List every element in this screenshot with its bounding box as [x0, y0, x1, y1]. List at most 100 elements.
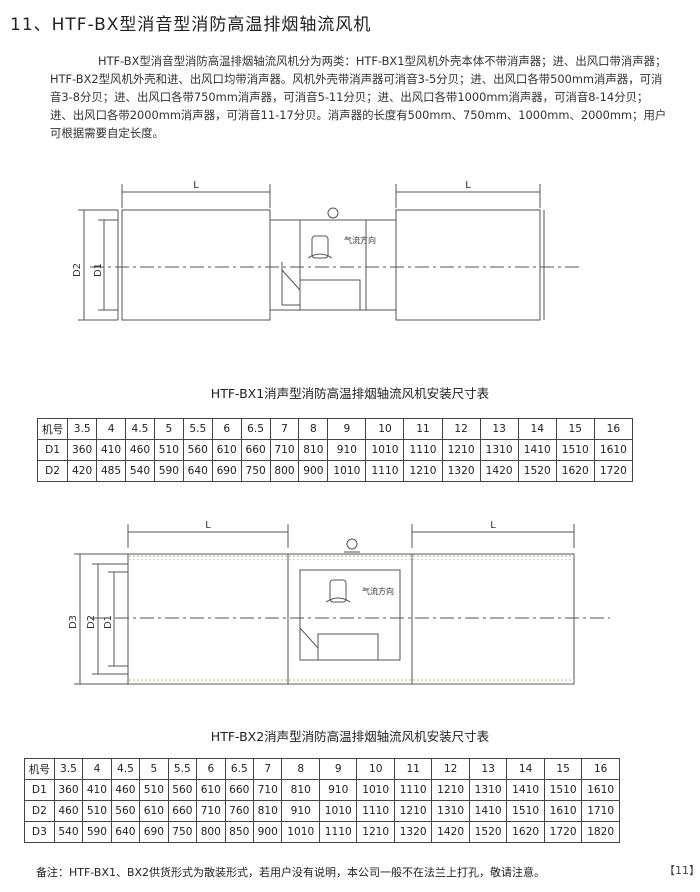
table-cell: 5.5 — [182, 418, 213, 440]
table-cell: 460 — [53, 800, 84, 822]
table-cell: 1110 — [318, 821, 358, 843]
table-cell: 660 — [240, 439, 271, 461]
table-cell: 13 — [468, 758, 508, 780]
table-cell: 1520 — [517, 460, 557, 482]
table-cell: 4.5 — [125, 418, 155, 440]
diagram-bx2: L L D3 D2 D1 气流方向 — [0, 510, 700, 700]
table-cell: 590 — [82, 821, 112, 843]
table-cell: 1720 — [593, 460, 634, 482]
table-cell: 1210 — [441, 439, 481, 461]
table-cell: 4 — [82, 758, 112, 780]
table-cell: 1110 — [356, 800, 395, 822]
table-cell: 360 — [53, 779, 84, 801]
row-header-cell: D1 — [36, 439, 69, 461]
page-heading: 11、HTF-BX型消音型消防高温排烟轴流风机 — [10, 15, 372, 35]
table-cell: 12 — [441, 418, 481, 440]
table-cell: 3.5 — [53, 758, 84, 780]
table-cell: 16 — [581, 758, 620, 780]
table-cell: 1520 — [468, 821, 508, 843]
table-cell: 12 — [431, 758, 470, 780]
table-cell: 11 — [403, 418, 443, 440]
table-cell: 15 — [543, 758, 583, 780]
table-cell: 1420 — [479, 460, 519, 482]
row-header-cell: 机号 — [24, 758, 55, 780]
table-cell: 14 — [506, 758, 545, 780]
table-cell: 540 — [125, 460, 155, 482]
table-cell: 560 — [182, 439, 213, 461]
table-cell: 900 — [253, 821, 283, 843]
table-cell: 750 — [167, 821, 198, 843]
table-cell: 910 — [281, 800, 320, 822]
table-cell: 690 — [139, 821, 169, 843]
row-header-cell: D1 — [24, 779, 55, 801]
table-cell: 11 — [393, 758, 433, 780]
intro-paragraph: HTF-BX型消音型消防高温排烟轴流风机分为两类：HTF-BX1型风机外壳本体不… — [50, 52, 670, 142]
table-cell: 5 — [139, 758, 169, 780]
table-cell: 1410 — [506, 779, 545, 801]
flow-direction-label-2: 气流方向 — [362, 586, 394, 596]
dim2-d2: D2 — [86, 615, 97, 629]
table-cell: 850 — [224, 821, 255, 843]
table-cell: 810 — [298, 439, 329, 461]
table-cell: 690 — [211, 460, 242, 482]
table-cell: 16 — [593, 418, 634, 440]
row-header-cell: D2 — [36, 460, 69, 482]
table-cell: 1510 — [555, 439, 595, 461]
table-cell: 610 — [211, 439, 242, 461]
table-cell: 900 — [298, 460, 329, 482]
table-cell: 1720 — [543, 821, 583, 843]
table-cell: 15 — [555, 418, 595, 440]
table1-caption: HTF-BX1消声型消防高温排烟轴流风机安装尺寸表 — [210, 386, 490, 401]
table-cell: 7 — [269, 418, 300, 440]
table-cell: 420 — [67, 460, 98, 482]
dim2-l-right: L — [490, 520, 496, 531]
table-cell: 750 — [240, 460, 271, 482]
table-cell: 1510 — [506, 800, 545, 822]
table-cell: 610 — [196, 779, 226, 801]
table-cell: 510 — [153, 439, 184, 461]
table-cell: 1010 — [365, 439, 405, 461]
table-cell: 590 — [153, 460, 184, 482]
table-cell: 8 — [298, 418, 329, 440]
table-cell: 710 — [269, 439, 300, 461]
table-cell: 1620 — [555, 460, 595, 482]
table-cell: 560 — [110, 800, 141, 822]
table-cell: 510 — [139, 779, 169, 801]
table-cell: 8 — [281, 758, 320, 780]
page-number: 【11】 — [664, 864, 700, 877]
table-cell: 6 — [196, 758, 226, 780]
flow-direction-label: 气流方向 — [344, 235, 376, 245]
table-cell: 10 — [356, 758, 395, 780]
table-cell: 800 — [269, 460, 300, 482]
table-cell: 1620 — [506, 821, 545, 843]
table-cell: 485 — [96, 460, 127, 482]
table-cell: 4.5 — [110, 758, 141, 780]
table-cell: 510 — [82, 800, 112, 822]
table-cell: 710 — [196, 800, 226, 822]
table-cell: 1710 — [581, 800, 620, 822]
table-cell: 1610 — [581, 779, 620, 801]
table-cell: 1410 — [468, 800, 508, 822]
table-cell: 760 — [224, 800, 255, 822]
table-cell: 910 — [327, 439, 367, 461]
table-cell: 7 — [253, 758, 283, 780]
table-cell: 710 — [253, 779, 283, 801]
table-cell: 1610 — [593, 439, 634, 461]
table-cell: 1110 — [365, 460, 405, 482]
table-cell: 1010 — [356, 779, 395, 801]
table-cell: 1310 — [479, 439, 519, 461]
table-cell: 1010 — [318, 800, 358, 822]
table-cell: 1310 — [468, 779, 508, 801]
table-cell: 460 — [110, 779, 141, 801]
table-cell: 14 — [517, 418, 557, 440]
table-cell: 9 — [327, 418, 367, 440]
table-cell: 6.5 — [240, 418, 271, 440]
footnote: 备注：HTF-BX1、BX2供货形式为散装形式，若用户没有说明，本公司一般不在法… — [36, 866, 546, 879]
table-cell: 4 — [96, 418, 127, 440]
dim-d1: D1 — [93, 263, 104, 277]
table-cell: 5.5 — [167, 758, 198, 780]
